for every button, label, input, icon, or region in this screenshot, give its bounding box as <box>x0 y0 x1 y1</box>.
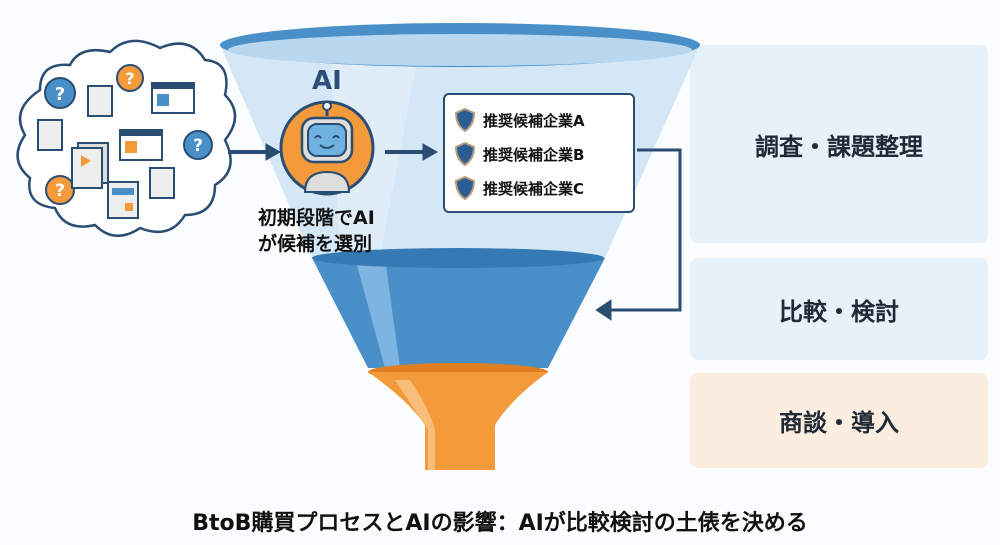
stage-deal: 商談・導入 <box>779 409 899 437</box>
candidate-item: 推奨候補企業A <box>455 103 623 137</box>
ai-label: AI <box>312 66 342 96</box>
browser-window-icon <box>151 82 195 114</box>
question-bubble-icon: ? <box>45 175 75 205</box>
stage-research: 調査・課題整理 <box>755 132 923 161</box>
stage-band-compare <box>690 258 988 360</box>
question-bubble-icon: ? <box>183 130 213 160</box>
information-cloud: ? ? ? ? <box>16 39 237 237</box>
question-bubble-icon: ? <box>44 77 76 109</box>
candidate-label: 推奨候補企業C <box>483 179 585 198</box>
document-icon <box>87 85 113 117</box>
stage-compare: 比較・検討 <box>779 297 899 326</box>
shield-icon <box>455 108 475 132</box>
browser-window-icon <box>119 129 163 161</box>
return-arrow-icon <box>595 148 682 321</box>
shield-icon <box>455 142 475 166</box>
ai-robot-icon <box>279 100 375 196</box>
stage-band-deal <box>690 373 988 468</box>
svg-text:?: ? <box>125 69 134 88</box>
candidate-label: 推奨候補企業B <box>483 145 585 164</box>
funnel-bottom <box>368 372 548 470</box>
stage-band-research <box>690 45 988 243</box>
svg-text:?: ? <box>193 136 203 156</box>
candidate-label: 推奨候補企業A <box>483 111 585 130</box>
arrow-icon <box>385 143 439 161</box>
arrow-icon <box>228 143 282 161</box>
svg-text:?: ? <box>55 181 65 201</box>
candidate-list: 推奨候補企業A 推奨候補企業B 推奨候補企業C <box>443 93 635 213</box>
candidate-item: 推奨候補企業C <box>455 171 623 205</box>
svg-text:?: ? <box>55 84 65 105</box>
shield-icon <box>455 176 475 200</box>
ai-caption: 初期段階でAI が候補を選別 <box>258 207 375 255</box>
video-document-icon <box>71 142 109 189</box>
funnel-middle <box>312 258 605 368</box>
newspaper-icon <box>107 181 139 219</box>
document-icon <box>37 119 63 151</box>
candidate-item: 推奨候補企業B <box>455 137 623 171</box>
document-icon <box>149 167 175 199</box>
question-bubble-icon: ? <box>116 64 144 92</box>
diagram-title: BtoB購買プロセスとAIの影響：AIが比較検討の土俵を決める <box>192 511 808 536</box>
